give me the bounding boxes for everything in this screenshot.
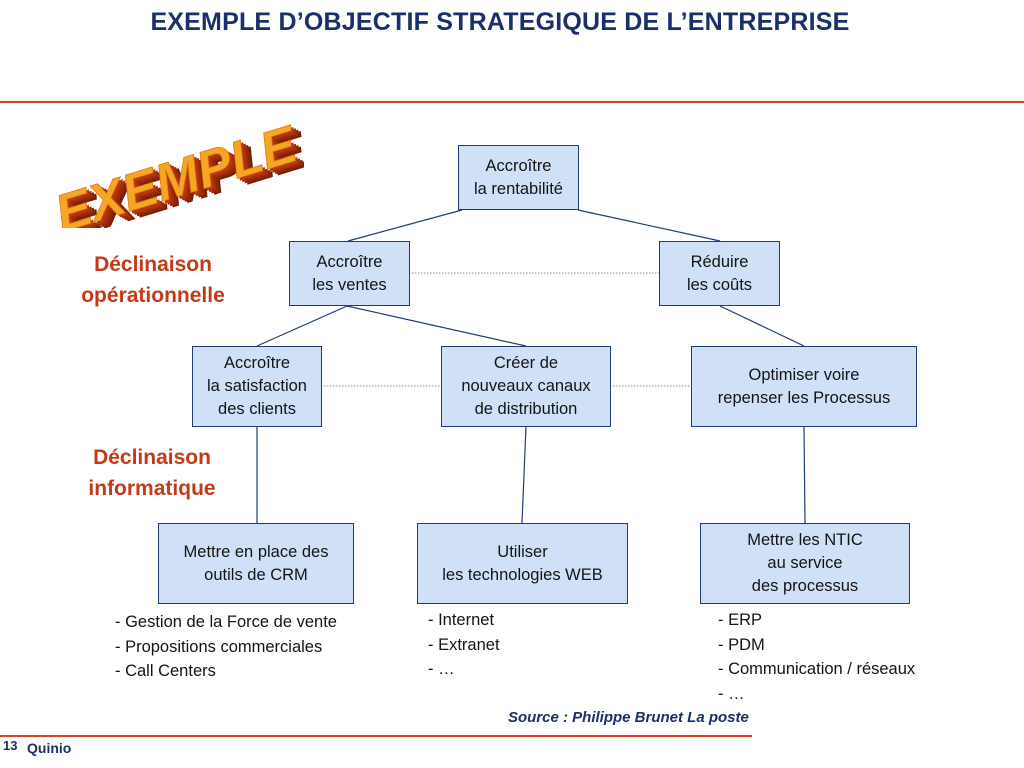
it-breakdown-label: Déclinaison informatique [88, 446, 216, 500]
box-optimize-processes: Optimiser voire repenser les Processus [691, 346, 917, 427]
box-web-technologies: Utiliser les technologies WEB [417, 523, 628, 604]
box-reduce-costs-label: Réduire les coûts [686, 252, 753, 294]
list-item: - Gestion de la Force de vente [115, 613, 337, 631]
crm-details-list: - Gestion de la Force de vente - Proposi… [115, 610, 337, 684]
list-item: - ERP [718, 611, 763, 629]
top-divider [0, 101, 1024, 103]
box-customer-satisfaction: Accroître la satisfaction des clients [192, 346, 322, 427]
box-reduce-costs: Réduire les coûts [659, 241, 780, 306]
box-increase-profitability: Accroître la rentabilité [458, 145, 579, 210]
box-web-technologies-label: Utiliser les technologies WEB [442, 542, 603, 584]
operational-breakdown-label: Déclinaison opérationnelle [81, 253, 225, 307]
list-item: - … [718, 684, 745, 703]
box-ntic-processes-label: Mettre les NTIC au service des processus [747, 531, 863, 595]
page-number: 13 [3, 738, 18, 753]
footer-name: Quinio [27, 740, 72, 756]
box-customer-satisfaction-label: Accroître la satisfaction des clients [207, 354, 307, 418]
list-item: - Propositions commerciales [115, 637, 323, 656]
list-item: - Extranet [428, 635, 500, 654]
list-item: - Call Centers [115, 662, 216, 680]
box-increase-sales-label: Accroître les ventes [312, 252, 387, 294]
box-increase-sales: Accroître les ventes [289, 241, 410, 306]
list-item: - PDM [718, 635, 765, 654]
source-citation: Source : Philippe Brunet La poste [508, 709, 749, 726]
ntic-details-list: - ERP - PDM - Communication / réseaux - … [718, 608, 915, 706]
box-crm-tools: Mettre en place des outils de CRM [158, 523, 354, 604]
slide-title: EXEMPLE D’OBJECTIF STRATEGIQUE DE L’ENTR… [150, 8, 850, 36]
bottom-divider [0, 735, 752, 737]
web-details-list: - Internet - Extranet - … [428, 608, 500, 682]
box-optimize-processes-label: Optimiser voire repenser les Processus [717, 365, 891, 407]
box-new-distribution-channels-label: Créer de nouveaux canaux de distribution [461, 354, 591, 418]
list-item: - Internet [428, 611, 495, 629]
box-crm-tools-label: Mettre en place des outils de CRM [183, 542, 329, 584]
list-item: - Communication / réseaux [718, 660, 916, 678]
box-new-distribution-channels: Créer de nouveaux canaux de distribution [441, 346, 611, 427]
box-ntic-processes: Mettre les NTIC au service des processus [700, 523, 910, 604]
exemple-stamp: EXEMPLE EXEMPLE EXEMPLE EXEMPLE EXEMPLE [42, 120, 304, 228]
list-item: - … [428, 660, 455, 678]
box-increase-profitability-label: Accroître la rentabilité [474, 156, 563, 198]
